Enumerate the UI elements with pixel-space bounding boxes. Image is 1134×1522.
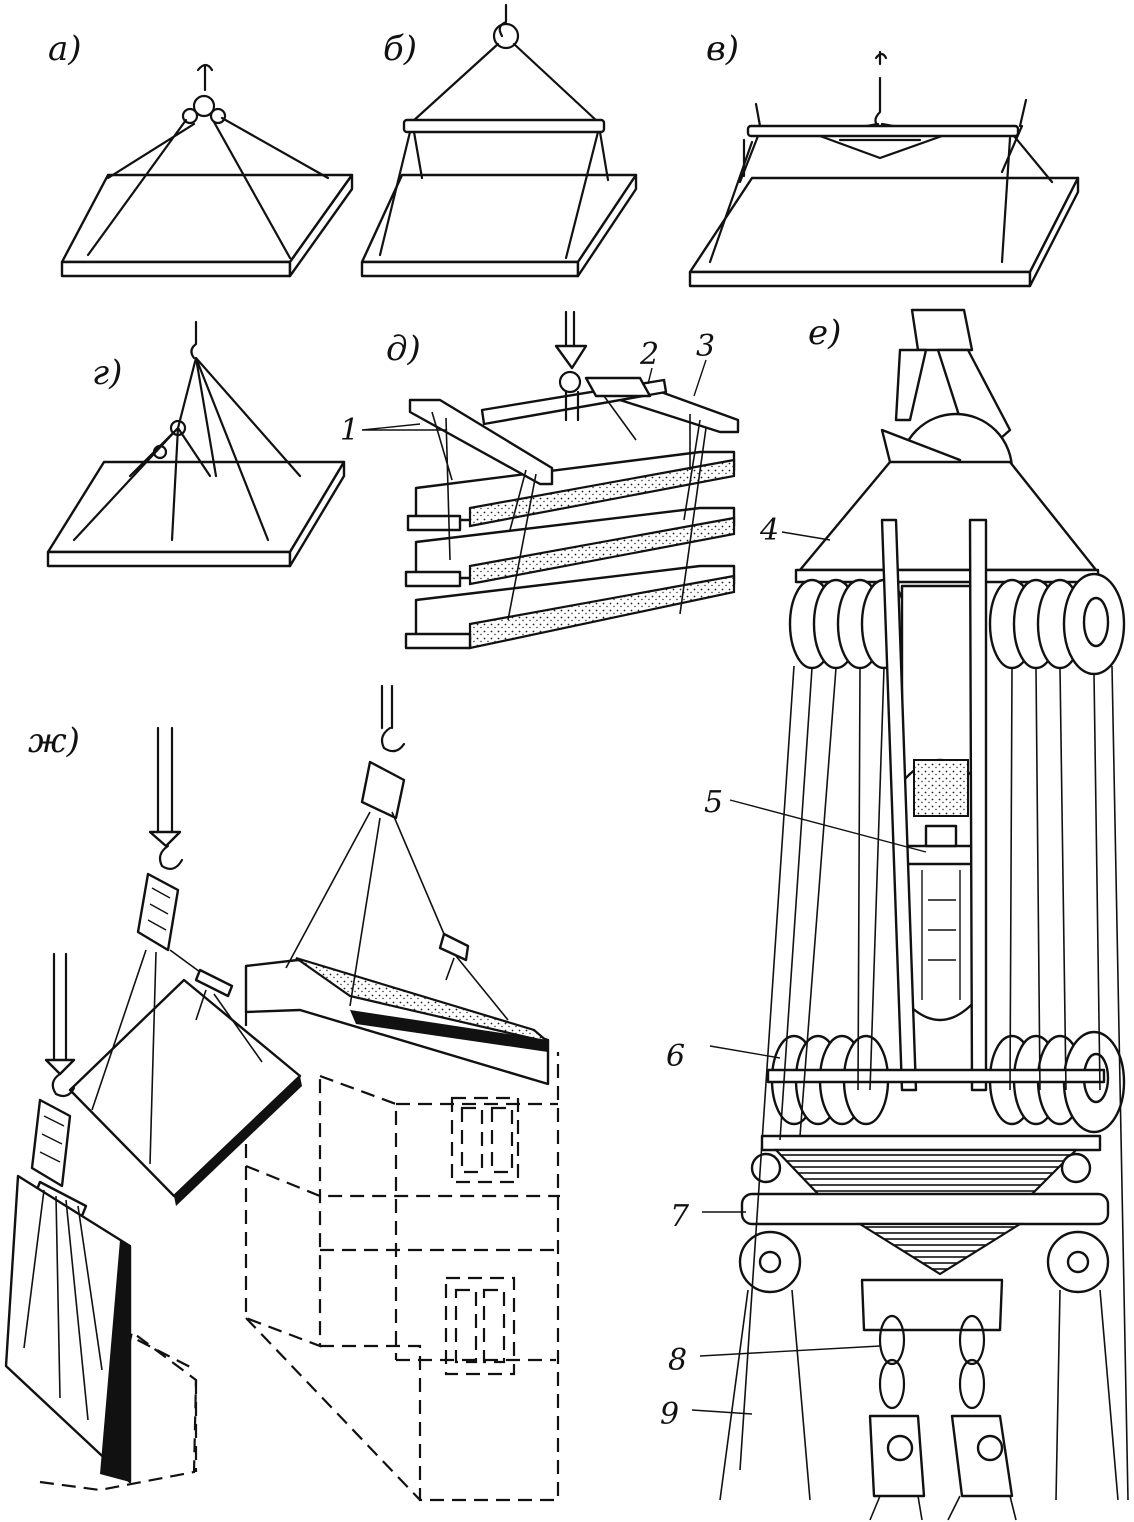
panel-d-hook [554,310,588,422]
callout-3: 3 [696,329,715,364]
panel-zh-panel-installation: ж) [4,684,560,1502]
panel-e-callouts: 4 5 6 7 8 9 [660,513,927,1432]
panel-v-balance-beam [746,124,1020,138]
panel-label-a: а) [48,29,82,69]
panel-e-ropes [719,665,1129,1521]
panel-zh-right-lift [285,684,509,1021]
callout-4: 4 [759,513,779,548]
panel-g-multi-leg-sling: г) [46,320,346,568]
panel-d-slab-stack [404,450,736,650]
panel-b-spreader-beam [402,118,606,134]
panel-b-hook [492,3,520,50]
panel-d-stacked-slabs-traverse: д) 1 2 3 [340,310,740,650]
panel-zh-window-lower [444,1276,516,1376]
panel-zh-window-upper [450,1096,520,1184]
panel-b-spreader-sling: б) [360,3,638,278]
panel-a-four-leg-sling: а) [48,29,354,278]
panel-zh-left-lift [4,952,132,1484]
callout-9: 9 [660,1397,679,1432]
panel-zh-building [39,956,560,1502]
callout-1: 1 [340,413,359,448]
panel-d-traverse-beams [408,376,740,486]
panel-v-balancing-beam: в) [688,29,1080,288]
panel-e-lower-triangle [773,1148,1079,1198]
callout-7: 7 [670,1199,690,1234]
panel-e-chain [860,1278,1004,1410]
callout-6: 6 [666,1039,685,1074]
panel-d-callouts: 1 2 3 [340,329,715,448]
panel-label-g: г) [92,353,122,393]
panel-v-slab [688,176,1080,274]
panel-e-cross-beam [740,1192,1110,1226]
callout-8: 8 [668,1343,687,1378]
panel-d-hangers [431,395,707,621]
panel-label-zh: ж) [28,721,80,761]
panel-zh-middle-lift [68,726,302,1206]
panel-v-hook [874,50,888,128]
panel-e-top-frame [798,460,1098,572]
panel-label-b: б) [383,29,417,69]
panel-a-sling-legs [86,116,330,260]
panel-label-d: д) [386,329,421,369]
panel-label-v: в) [706,29,739,69]
panel-e-bottom-hooks [868,1414,1014,1498]
panel-e-lifting-block: е) [660,308,1129,1521]
callout-5: 5 [704,785,723,820]
panel-label-e: е) [808,313,841,353]
panel-a-hook-ring [181,63,227,125]
callout-2: 2 [639,337,659,372]
